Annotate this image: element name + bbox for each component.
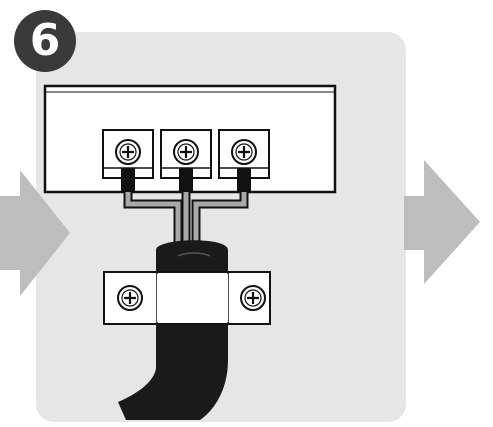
arrow-in-icon — [0, 170, 70, 296]
wire-bundle — [123, 187, 249, 249]
arrow-out-icon — [404, 160, 480, 284]
terminal-1 — [102, 129, 154, 192]
step-badge: 6 — [14, 10, 76, 72]
terminal-2 — [160, 129, 212, 192]
cable-clamp — [103, 271, 271, 325]
clamp-left-screw-icon — [117, 285, 143, 311]
terminal-2-screw-icon — [173, 139, 199, 165]
terminal-3 — [218, 129, 270, 192]
clamp-right-screw-icon — [240, 285, 266, 311]
terminal-1-screw-icon — [115, 139, 141, 165]
terminal-3-screw-icon — [231, 139, 257, 165]
power-cable-highlight — [177, 252, 211, 257]
